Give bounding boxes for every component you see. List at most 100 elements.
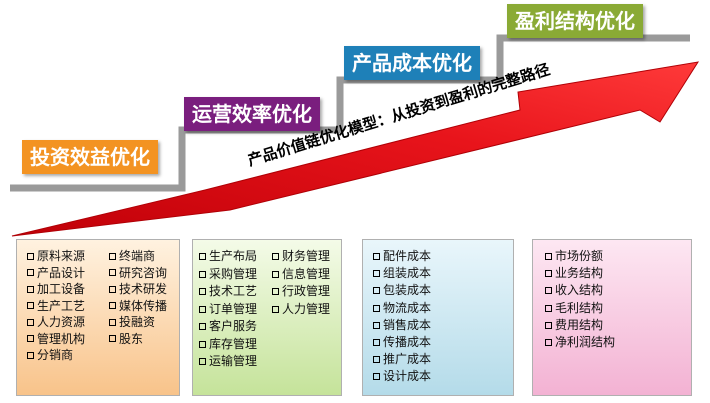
- checkbox-icon: [373, 321, 380, 329]
- checklist-item-label: 媒体传播: [119, 298, 168, 313]
- checklist-item-label: 技术研发: [119, 282, 168, 296]
- cost-box: 配件成本组装成本包装成本物流成本销售成本传播成本推广成本设计成本: [362, 239, 514, 396]
- checkbox-icon: [109, 318, 116, 326]
- checklist-item: 产品设计: [27, 265, 85, 282]
- checklist-item: 费用结构: [545, 317, 615, 334]
- checklist-item: 行政管理: [272, 283, 330, 301]
- checklist-item: 净利润结构: [545, 334, 615, 351]
- checkbox-icon: [272, 288, 279, 296]
- checklist-item: 客户服务: [199, 318, 257, 336]
- checklist-item-label: 生产布局: [209, 249, 258, 263]
- checkbox-icon: [199, 358, 206, 366]
- checklist-item: 采购管理: [199, 266, 257, 284]
- checklist-item: 技术工艺: [199, 283, 257, 301]
- checkbox-icon: [199, 323, 206, 331]
- checkbox-icon: [199, 305, 206, 313]
- checklist-item: 技术研发: [109, 281, 167, 298]
- operation-col-1: 生产布局采购管理技术工艺订单管理客户服务库存管理运输管理: [199, 248, 257, 371]
- checklist-item-label: 产品设计: [37, 265, 86, 280]
- checklist-item-label: 库存管理: [209, 336, 258, 351]
- investment-col-2: 终端商研究咨询技术研发媒体传播投融资股东: [109, 248, 167, 347]
- checklist-item-label: 人力管理: [282, 301, 331, 316]
- checklist-item: 管理机构: [27, 331, 85, 348]
- checklist-item-label: 分销商: [37, 348, 74, 362]
- checklist-item-label: 客户服务: [209, 319, 258, 333]
- checkbox-icon: [545, 253, 552, 261]
- checklist-item-label: 订单管理: [209, 301, 258, 316]
- checklist-item-label: 组装成本: [383, 266, 432, 281]
- stage-investment: 投资效益优化: [22, 140, 158, 174]
- checkbox-icon: [373, 373, 380, 381]
- checklist-item: 人力资源: [27, 314, 85, 331]
- checklist-item-label: 财务管理: [282, 249, 331, 263]
- checklist-item: 生产布局: [199, 248, 257, 266]
- checklist-item: 研究咨询: [109, 265, 167, 282]
- checkbox-icon: [27, 252, 34, 260]
- checkbox-icon: [199, 340, 206, 348]
- checkbox-icon: [109, 252, 116, 260]
- checkbox-icon: [27, 318, 34, 326]
- checkbox-icon: [199, 253, 206, 261]
- stage-profit: 盈利结构优化: [507, 4, 643, 38]
- checkbox-icon: [27, 335, 34, 343]
- checklist-item-label: 销售成本: [383, 317, 432, 332]
- checklist-item: 收入结构: [545, 282, 615, 299]
- checklist-item-label: 配件成本: [383, 249, 432, 263]
- checkbox-icon: [109, 269, 116, 277]
- checklist-item-label: 管理机构: [37, 331, 86, 346]
- checkbox-icon: [373, 339, 380, 347]
- checklist-item-label: 信息管理: [282, 266, 331, 281]
- checkbox-icon: [373, 287, 380, 295]
- checklist-item: 人力管理: [272, 301, 330, 319]
- checklist-item: 包装成本: [373, 282, 431, 299]
- checkbox-icon: [27, 302, 34, 310]
- checklist-item: 设计成本: [373, 368, 431, 385]
- checklist-item: 加工设备: [27, 281, 85, 298]
- growth-arrow: [11, 61, 700, 237]
- checklist-item: 订单管理: [199, 301, 257, 319]
- checkbox-icon: [545, 270, 552, 278]
- checklist-item-label: 加工设备: [37, 282, 86, 296]
- checkbox-icon: [545, 339, 552, 347]
- checkbox-icon: [109, 335, 116, 343]
- profit-col-1: 市场份额业务结构收入结构毛利结构费用结构净利润结构: [545, 248, 615, 351]
- checklist-item: 业务结构: [545, 265, 615, 282]
- checklist-item-label: 推广成本: [383, 352, 432, 367]
- operation-col-2: 财务管理信息管理行政管理人力管理: [272, 248, 330, 318]
- checklist-item-label: 业务结构: [555, 266, 604, 281]
- checklist-item: 销售成本: [373, 317, 431, 334]
- checklist-item-label: 原料来源: [37, 249, 86, 263]
- stage-cost: 产品成本优化: [344, 46, 480, 80]
- profit-box: 市场份额业务结构收入结构毛利结构费用结构净利润结构: [532, 239, 692, 396]
- checkbox-icon: [109, 285, 116, 293]
- checklist-item: 运输管理: [199, 353, 257, 371]
- checklist-item: 媒体传播: [109, 298, 167, 315]
- checkbox-icon: [27, 351, 34, 359]
- checklist-item-label: 收入结构: [555, 283, 604, 298]
- checklist-item-label: 设计成本: [383, 369, 432, 384]
- checkbox-icon: [199, 270, 206, 278]
- checklist-item: 市场份额: [545, 248, 615, 265]
- checkbox-icon: [373, 270, 380, 278]
- checklist-item: 传播成本: [373, 334, 431, 351]
- checklist-item-label: 包装成本: [383, 283, 432, 298]
- checklist-item-label: 采购管理: [209, 266, 258, 281]
- checkbox-icon: [545, 321, 552, 329]
- checklist-item-label: 投融资: [119, 315, 156, 329]
- operation-box: 生产布局采购管理技术工艺订单管理客户服务库存管理运输管理 财务管理信息管理行政管…: [192, 239, 342, 396]
- checklist-item: 生产工艺: [27, 298, 85, 315]
- checkbox-icon: [373, 356, 380, 364]
- checklist-item-label: 市场份额: [555, 249, 604, 263]
- checkbox-icon: [109, 302, 116, 310]
- checklist-item: 库存管理: [199, 336, 257, 354]
- checkbox-icon: [272, 305, 279, 313]
- investment-box: 原料来源产品设计加工设备生产工艺人力资源管理机构分销商 终端商研究咨询技术研发媒…: [16, 239, 180, 396]
- checklist-item: 推广成本: [373, 351, 431, 368]
- checklist-item-label: 物流成本: [383, 300, 432, 315]
- checkbox-icon: [545, 287, 552, 295]
- cost-col-1: 配件成本组装成本包装成本物流成本销售成本传播成本推广成本设计成本: [373, 248, 431, 386]
- checklist-item: 毛利结构: [545, 300, 615, 317]
- checkbox-icon: [373, 304, 380, 312]
- checkbox-icon: [373, 253, 380, 261]
- staircase-diagram: [10, 34, 700, 237]
